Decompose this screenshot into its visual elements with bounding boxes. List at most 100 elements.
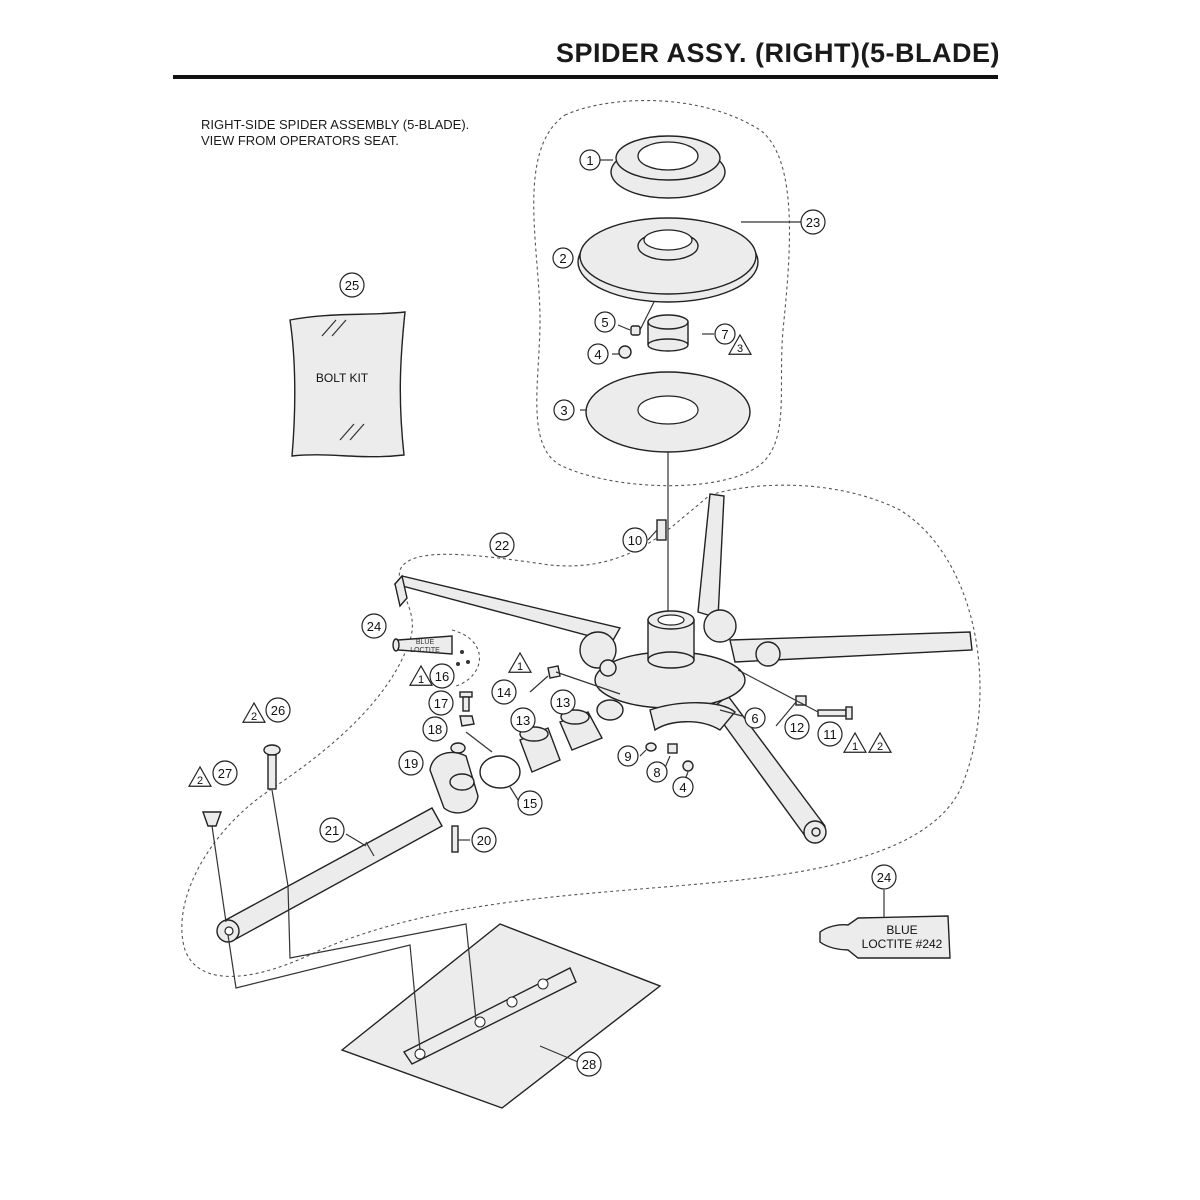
note-number: 2 — [197, 775, 203, 787]
callout-25: 25 — [339, 272, 365, 298]
callout-7: 7 — [714, 323, 736, 345]
callout-number: 17 — [434, 696, 448, 711]
callout-24a: 24 — [361, 613, 387, 639]
callout-8: 8 — [646, 761, 668, 783]
tube-small-line-1: BLUE — [416, 639, 435, 646]
callout-9: 9 — [617, 745, 639, 767]
callout-number: 12 — [790, 720, 804, 735]
part-11-bolt — [817, 706, 853, 720]
part-8-grease-fitting — [667, 743, 678, 754]
part-24-loctite-tube-large: BLUE LOCTITE #242 — [819, 915, 951, 959]
note-number: 1 — [852, 741, 858, 753]
callout-28: 28 — [576, 1051, 602, 1077]
callout-13a: 13 — [550, 689, 576, 715]
tube-large-line-1: BLUE — [886, 923, 917, 937]
callout-number: 4 — [594, 347, 601, 362]
callout-26: 26 — [265, 697, 291, 723]
part-19-clamp — [429, 751, 479, 814]
callout-20: 20 — [471, 827, 497, 853]
callout-number: 2 — [559, 251, 566, 266]
callout-number: 25 — [345, 278, 359, 293]
diagram-description: RIGHT-SIDE SPIDER ASSEMBLY (5-BLADE). VI… — [201, 117, 469, 149]
note-triangle-n26: 2 — [241, 701, 267, 723]
part-18-washer — [450, 742, 466, 754]
part-24-loctite-tube-small: BLUE LOCTITE — [392, 635, 470, 666]
note-triangle-n27: 2 — [187, 765, 213, 787]
callout-number: 24 — [877, 870, 891, 885]
bolt-kit-label: BOLT KIT — [316, 371, 369, 385]
callout-23: 23 — [800, 209, 826, 235]
callout-number: 13 — [556, 695, 570, 710]
part-2-upper-disc — [577, 217, 759, 303]
callout-17: 17 — [428, 690, 454, 716]
callout-number: 27 — [218, 766, 232, 781]
part-26-carriage-bolt — [263, 744, 281, 790]
callout-1: 1 — [579, 149, 601, 171]
spider-hub — [579, 609, 781, 732]
part-9-washer — [645, 742, 657, 752]
callout-18: 18 — [422, 716, 448, 742]
callout-19: 19 — [398, 750, 424, 776]
spider-arms — [393, 493, 973, 844]
callout-number: 1 — [586, 153, 593, 168]
callout-number: 15 — [523, 796, 537, 811]
callout-12: 12 — [784, 714, 810, 740]
tube-large-line-2: LOCTITE #242 — [862, 937, 943, 951]
callout-24b: 24 — [871, 864, 897, 890]
callout-4a: 4 — [587, 343, 609, 365]
callout-2: 2 — [552, 247, 574, 269]
note-number: 1 — [517, 661, 523, 673]
callout-10: 10 — [622, 527, 648, 553]
note-number: 2 — [877, 741, 883, 753]
callout-number: 21 — [325, 823, 339, 838]
tube-small-line-2: LOCTITE — [410, 647, 440, 654]
callout-27: 27 — [212, 760, 238, 786]
callout-6: 6 — [744, 707, 766, 729]
part-3-lower-disc — [585, 371, 751, 453]
note-number: 2 — [251, 711, 257, 723]
callout-15: 15 — [517, 790, 543, 816]
callout-5: 5 — [594, 311, 616, 333]
group-outline-22 — [181, 484, 981, 977]
callout-number: 24 — [367, 619, 381, 634]
callout-number: 13 — [516, 713, 530, 728]
part-5-grease-fitting — [630, 301, 655, 336]
callout-number: 28 — [582, 1057, 596, 1072]
callout-number: 10 — [628, 533, 642, 548]
callout-number: 22 — [495, 538, 509, 553]
title-rule — [173, 75, 998, 79]
part-17-nut — [459, 715, 475, 727]
callout-number: 3 — [560, 403, 567, 418]
callout-number: 8 — [653, 765, 660, 780]
callout-14: 14 — [491, 679, 517, 705]
part-25-bolt-kit-bag: BOLT KIT — [289, 311, 406, 458]
callout-number: 18 — [428, 722, 442, 737]
part-16-bolt — [459, 691, 473, 712]
part-14-nut — [547, 665, 561, 679]
part-20-roll-pin — [451, 825, 459, 853]
note-triangle-n14: 1 — [507, 651, 533, 673]
part-10-key — [656, 519, 667, 541]
part-4-plug-lower — [682, 760, 694, 772]
note-number: 1 — [418, 674, 424, 686]
callout-16: 16 — [429, 663, 455, 689]
part-13-bushing-a — [519, 726, 561, 773]
part-27-plug — [202, 811, 222, 827]
part-15-spring-ring — [465, 731, 521, 789]
note-triangle-n7: 3 — [727, 333, 753, 355]
callout-21: 21 — [319, 817, 345, 843]
description-line-1: RIGHT-SIDE SPIDER ASSEMBLY (5-BLADE). — [201, 117, 470, 132]
callout-number: 7 — [721, 327, 728, 342]
callout-22: 22 — [489, 532, 515, 558]
callout-number: 6 — [751, 711, 758, 726]
callout-number: 16 — [435, 669, 449, 684]
note-triangle-n16: 1 — [408, 664, 434, 686]
callout-13b: 13 — [510, 707, 536, 733]
callout-3: 3 — [553, 399, 575, 421]
callout-number: 26 — [271, 703, 285, 718]
callout-number: 14 — [497, 685, 511, 700]
part-28-trowel-blade — [340, 923, 662, 1109]
note-triangle-n11a: 1 — [842, 731, 868, 753]
callout-number: 5 — [601, 315, 608, 330]
